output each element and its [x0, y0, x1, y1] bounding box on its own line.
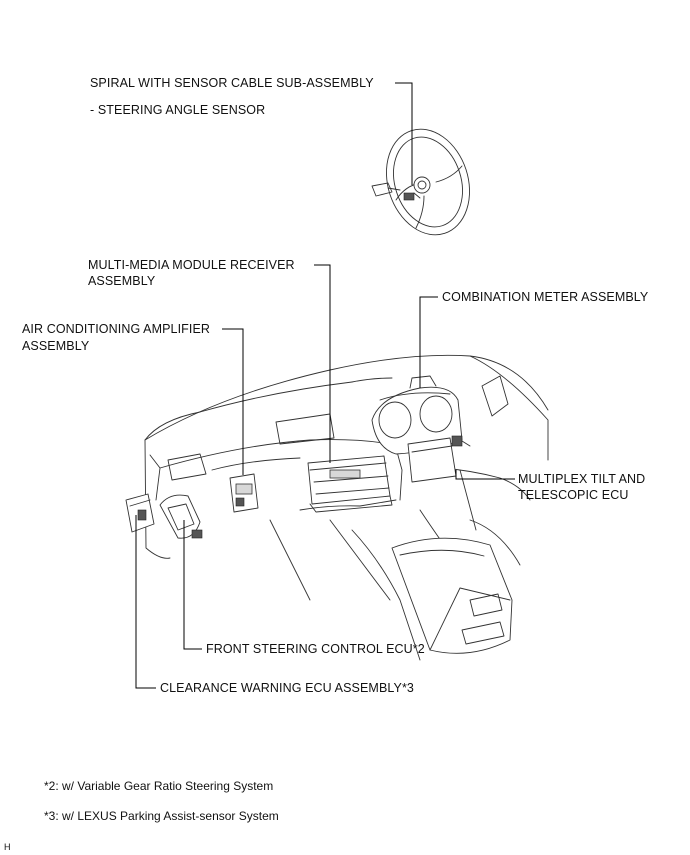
leader-spiral-sensor [395, 82, 413, 185]
spiral-sensor-cable-part [403, 176, 431, 201]
footnote-2: *2: w/ Variable Gear Ratio Steering Syst… [44, 779, 274, 793]
label-combination-meter: COMBINATION METER ASSEMBLY [442, 290, 649, 304]
leader-lines [135, 82, 515, 689]
label-multiplex-tilt-line2: TELESCOPIC ECU [518, 488, 629, 502]
label-multimedia-receiver-line1: MULTI-MEDIA MODULE RECEIVER [88, 258, 295, 272]
label-front-steering-ecu: FRONT STEERING CONTROL ECU*2 [206, 642, 425, 656]
label-clearance-warning-ecu: CLEARANCE WARNING ECU ASSEMBLY*3 [160, 681, 414, 695]
leader-front-steering-ecu [183, 520, 202, 650]
multiplex-tilt-ecu-part [407, 435, 471, 483]
multimedia-receiver-part [307, 455, 393, 513]
leader-combination-meter [419, 296, 438, 388]
leader-ac-amplifier [222, 328, 244, 475]
front-steering-ecu-part [159, 494, 203, 539]
ac-amplifier-part [229, 473, 259, 513]
label-steering-angle-sensor: - STEERING ANGLE SENSOR [90, 103, 266, 117]
steering-wheel-illustration [371, 128, 470, 236]
leader-clearance-warning-ecu [135, 515, 156, 689]
footnote-3: *3: w/ LEXUS Parking Assist-sensor Syste… [44, 809, 279, 823]
figure-code: H [4, 842, 11, 852]
dashboard-illustration [144, 354, 549, 661]
label-spiral-sensor: SPIRAL WITH SENSOR CABLE SUB-ASSEMBLY [90, 76, 374, 90]
label-ac-amplifier-line1: AIR CONDITIONING AMPLIFIER [22, 322, 211, 336]
label-multiplex-tilt-line1: MULTIPLEX TILT AND [518, 472, 646, 486]
label-multimedia-receiver-line2: ASSEMBLY [88, 274, 156, 288]
clearance-warning-ecu-part [125, 493, 155, 533]
label-ac-amplifier-line2: ASSEMBLY [22, 339, 90, 353]
leader-multiplex-tilt [455, 470, 515, 480]
leader-multimedia-receiver [314, 264, 331, 463]
